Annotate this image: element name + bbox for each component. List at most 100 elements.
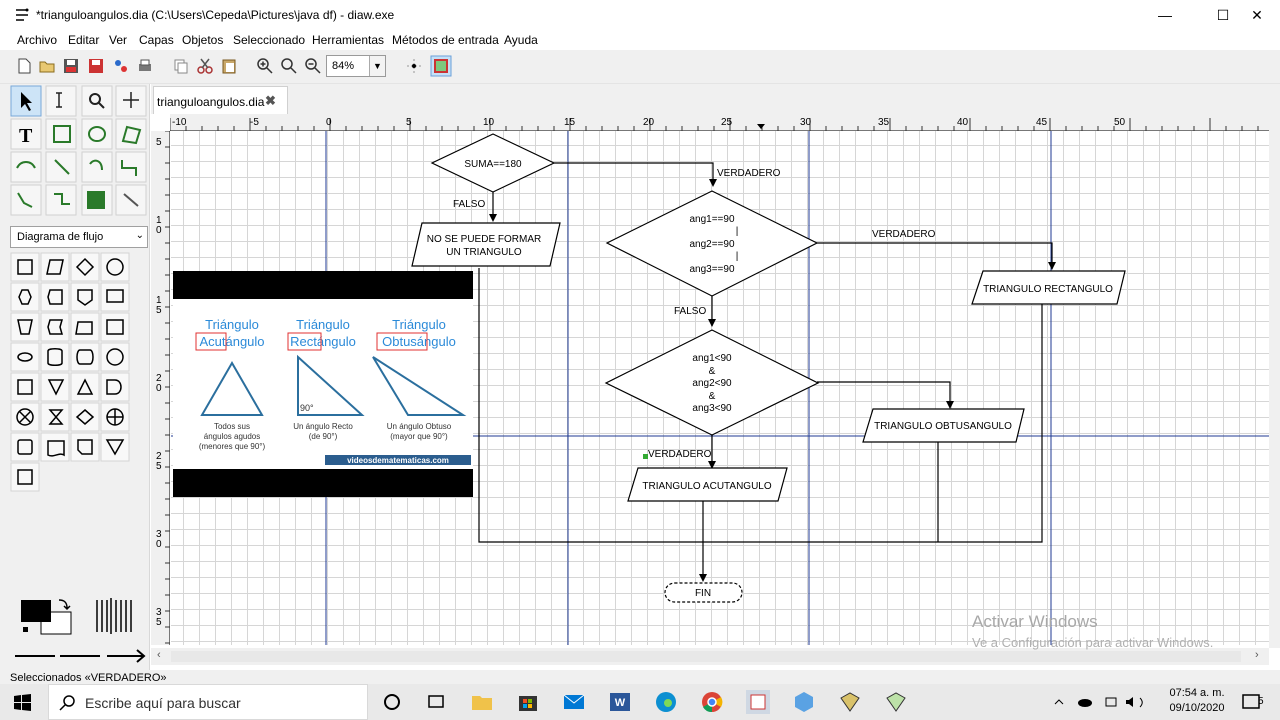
img-tri1-sub: Acutángulo <box>199 334 264 349</box>
copy-icon[interactable] <box>172 57 190 75</box>
scroll-right-icon[interactable]: › <box>1255 649 1259 661</box>
zoom-fit-icon[interactable] <box>280 57 298 75</box>
app-icon-green[interactable] <box>838 690 862 714</box>
shape-palette[interactable] <box>10 252 132 492</box>
img-tri1-title: Triángulo <box>205 317 259 332</box>
menu-seleccionado[interactable]: Seleccionado <box>233 33 306 47</box>
vertical-scrollbar[interactable] <box>1269 114 1280 648</box>
img-tri2-title: Triángulo <box>296 317 350 332</box>
svg-text:(de 90°): (de 90°) <box>309 432 338 441</box>
menu-herramientas[interactable]: Herramientas <box>312 33 385 47</box>
print-icon[interactable] <box>136 57 154 75</box>
tab-label[interactable]: trianguloangulos.dia <box>157 95 265 109</box>
ruler-label: 50 <box>1114 117 1126 128</box>
close-tab-icon[interactable]: ✖ <box>265 93 276 108</box>
zoom-value[interactable]: 84% <box>332 60 355 72</box>
windows-start-icon[interactable] <box>14 694 31 711</box>
ruler-label: 15 <box>564 117 576 128</box>
dia-taskbar-icon[interactable] <box>746 690 770 714</box>
img-tri3-title: Triángulo <box>392 317 446 332</box>
ruler-label: 40 <box>957 117 969 128</box>
close-button[interactable]: ✕ <box>1251 7 1263 23</box>
decision-anglt-l4: & <box>709 391 716 402</box>
status-text: Seleccionados «VERDADERO» <box>10 672 167 684</box>
file-explorer-icon[interactable] <box>470 690 494 714</box>
io-no-se-puede-line1: NO SE PUEDE FORMAR <box>427 234 541 245</box>
svg-text:ángulos agudos: ángulos agudos <box>204 432 261 441</box>
terminator-fin-label: FIN <box>695 588 711 599</box>
menu-archivo[interactable]: Archivo <box>17 33 58 47</box>
decision-anglt-l1: ang1<90 <box>692 353 732 364</box>
cortana-icon[interactable] <box>380 690 404 714</box>
menu-metodos-entrada[interactable]: Métodos de entrada <box>392 33 499 47</box>
system-tray-icons[interactable] <box>1052 694 1152 710</box>
taskbar-search[interactable]: Escribe aquí para buscar <box>48 684 368 720</box>
menu-objetos[interactable]: Objetos <box>182 33 224 47</box>
io-no-se-puede <box>411 222 561 267</box>
ruler-label: 5 <box>406 117 412 128</box>
diagram-canvas[interactable]: SUMA==180 NO SE PUEDE FORMAR UN TRIANGUL… <box>171 131 1269 645</box>
toolbox-tools: T <box>10 85 147 216</box>
mail-icon[interactable] <box>562 690 586 714</box>
minimize-button[interactable]: — <box>1158 7 1172 23</box>
horizontal-scrollbar[interactable]: ‹ › <box>151 648 1269 665</box>
sheet-selector-value[interactable]: Diagrama de flujo <box>17 231 104 243</box>
snap-object-icon[interactable] <box>430 55 452 77</box>
word-icon[interactable]: W <box>608 690 632 714</box>
store-icon[interactable] <box>516 690 540 714</box>
zoom-in-icon[interactable] <box>256 57 274 75</box>
menu-ayuda[interactable]: Ayuda <box>504 33 538 47</box>
ruler-label: 5 <box>156 461 162 472</box>
ruler-label: 10 <box>483 117 495 128</box>
maximize-button[interactable]: ☐ <box>1216 7 1230 23</box>
app-icon-dia2[interactable] <box>884 690 908 714</box>
menu-editar[interactable]: Editar <box>68 33 100 47</box>
task-view-icon[interactable] <box>424 690 448 714</box>
chevron-down-icon[interactable]: ⌄ <box>135 230 144 241</box>
io-obtusangulo <box>862 408 1025 443</box>
svg-text:Un ángulo Obtuso: Un ángulo Obtuso <box>387 422 452 431</box>
zoom-combo[interactable]: 84% ▼ <box>326 55 386 77</box>
menu-ver[interactable]: Ver <box>109 33 128 47</box>
chevron-down-icon[interactable]: ▼ <box>369 56 385 76</box>
search-placeholder[interactable]: Escribe aquí para buscar <box>85 695 241 711</box>
window-title: *trianguloangulos.dia (C:\Users\Cepeda\P… <box>36 8 395 22</box>
snap-grid-icon[interactable] <box>405 57 423 75</box>
sheet-selector[interactable]: Diagrama de flujo ⌄ <box>10 226 148 248</box>
cut-icon[interactable] <box>196 57 214 75</box>
activation-watermark-title: Activar Windows <box>972 612 1098 631</box>
decision-anglt-l5: ang3<90 <box>692 403 732 414</box>
ruler-label: 3 <box>156 529 162 540</box>
open-icon[interactable] <box>38 57 56 75</box>
activation-watermark-text: Ve a Configuración para activar Windows. <box>972 635 1214 650</box>
save-icon[interactable] <box>62 57 80 75</box>
img-tri2-sub: Rectángulo <box>290 334 356 349</box>
terminator-fin <box>664 582 743 603</box>
notification-count: 5 <box>1258 696 1264 707</box>
virtualbox-icon[interactable] <box>792 690 816 714</box>
ruler-label: 1 <box>156 215 162 226</box>
ruler-label: -10 <box>172 117 187 128</box>
save-as-icon[interactable] <box>87 57 105 75</box>
chrome-icon[interactable] <box>700 690 724 714</box>
paste-icon[interactable] <box>220 57 238 75</box>
clock-time: 07:54 a. m. <box>1169 687 1225 699</box>
scroll-thumb[interactable] <box>171 651 1241 662</box>
decision-ang90-l1: ang1==90 <box>689 214 734 225</box>
notifications-icon[interactable] <box>1241 692 1263 714</box>
tab-trianguloangulos[interactable]: trianguloangulos.dia ✖ <box>153 86 288 114</box>
color-line-selectors[interactable] <box>15 594 150 668</box>
export-icon[interactable] <box>112 57 130 75</box>
edge-icon[interactable] <box>654 690 678 714</box>
flow-connectors <box>478 162 1053 576</box>
new-icon[interactable] <box>15 57 33 75</box>
menu-capas[interactable]: Capas <box>139 33 174 47</box>
zoom-out-icon[interactable] <box>304 57 322 75</box>
system-clock[interactable]: 07:54 a. m. 09/10/2020 <box>1162 686 1232 716</box>
ruler-label: 25 <box>721 117 733 128</box>
io-rectangulo-label: TRIANGULO RECTANGULO <box>983 284 1113 295</box>
scroll-left-icon[interactable]: ‹ <box>157 649 161 661</box>
decision-suma <box>430 133 556 193</box>
decision-ang-lt-90 <box>604 329 820 436</box>
